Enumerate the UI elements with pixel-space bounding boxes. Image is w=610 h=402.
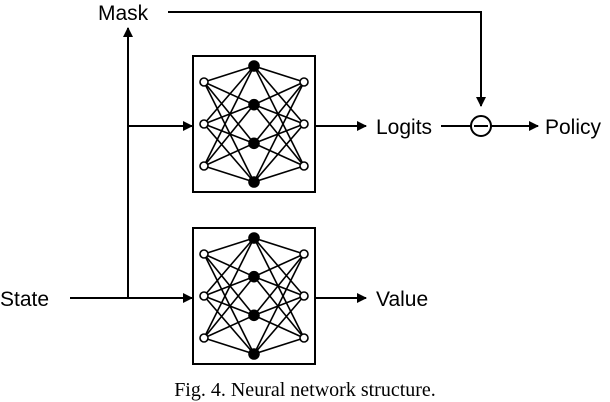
input-neuron (199, 291, 209, 301)
network-edge (203, 237, 255, 339)
figure-caption: Fig. 4. Neural network structure. (174, 379, 436, 401)
network-edge (203, 123, 255, 145)
network-edge (253, 275, 305, 297)
network-edge (203, 253, 255, 316)
hidden-neuron (248, 176, 260, 188)
network-box (192, 55, 316, 193)
network-edge (253, 295, 305, 355)
network-edge (253, 253, 305, 278)
logits-label: Logits (376, 116, 432, 139)
network-edge (203, 142, 255, 167)
network-edge (203, 237, 255, 255)
input-neuron (199, 119, 209, 129)
network-edge (203, 65, 255, 167)
hidden-neuron (248, 348, 260, 360)
network-edge (203, 253, 255, 355)
network-edge (253, 253, 305, 355)
connectors (70, 11, 539, 303)
output-neuron (299, 119, 309, 129)
output-neuron (299, 77, 309, 87)
output-neuron (299, 161, 309, 171)
policy-network-icon (192, 55, 316, 193)
hidden-neuron (248, 60, 260, 72)
network-edge (253, 81, 305, 144)
output-neuron (299, 333, 309, 343)
network-edge (253, 65, 305, 125)
network-edge (203, 165, 255, 183)
network-edge (203, 295, 255, 355)
network-edge (203, 314, 255, 339)
network-edge (253, 104, 305, 167)
hidden-neuron (248, 270, 260, 283)
network-edge (253, 237, 305, 339)
network-edge (253, 165, 305, 183)
input-neuron (199, 333, 209, 343)
mask-line (168, 11, 486, 107)
network-edge (203, 123, 255, 183)
hidden-neuron (248, 98, 260, 111)
network-edge (203, 104, 255, 167)
policy-label: Policy (545, 116, 602, 139)
network-edge (253, 103, 305, 125)
network-edge (253, 237, 305, 297)
minus-operator-icon (470, 115, 492, 137)
hidden-neuron (248, 137, 260, 150)
input-neuron (199, 77, 209, 87)
network-edge (253, 123, 305, 183)
value-network-icon (192, 227, 316, 365)
network-box (192, 227, 316, 365)
output-neuron (299, 291, 309, 301)
network-edge (253, 65, 305, 83)
hidden-neuron (248, 232, 260, 244)
input-neuron (199, 161, 209, 171)
network-edge (203, 65, 255, 125)
value-label: Value (376, 288, 428, 311)
network-edge (203, 295, 255, 317)
network-edge (203, 237, 255, 297)
mask-label: Mask (98, 2, 149, 25)
input-neuron (199, 249, 209, 259)
network-edge (203, 65, 255, 83)
network-edge (203, 81, 255, 144)
network-edge (253, 253, 305, 316)
network-edge (253, 81, 305, 183)
network-edge (253, 276, 305, 339)
network-edge (253, 314, 305, 339)
network-edge (203, 337, 255, 355)
output-neuron (299, 249, 309, 259)
state-label: State (0, 288, 49, 311)
network-edge (203, 253, 255, 278)
network-edge (203, 81, 255, 106)
network-edge (203, 276, 255, 339)
network-edge (253, 237, 305, 255)
network-edge (203, 81, 255, 183)
hidden-neuron (248, 309, 260, 322)
network-edge (253, 81, 305, 106)
network-edge (253, 65, 305, 167)
network-edge (253, 337, 305, 355)
network-edge (253, 142, 305, 167)
